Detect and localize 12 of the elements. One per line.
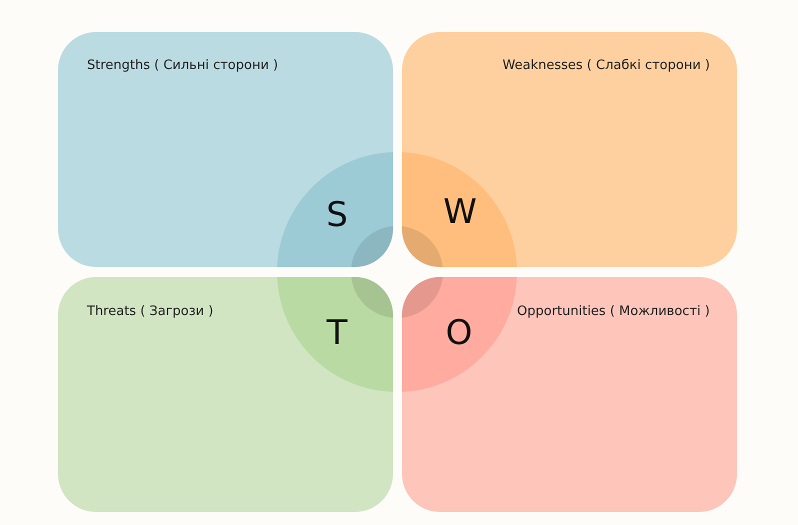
quadrant-panel bbox=[58, 277, 393, 512]
quadrant-heading: Threats ( Загрози ) bbox=[87, 304, 214, 319]
quadrant-heading: Strengths ( Сильні сторони ) bbox=[87, 58, 278, 73]
quadrant-letter: S bbox=[326, 198, 348, 232]
quadrant-panel bbox=[58, 32, 393, 267]
quadrant-letter: W bbox=[443, 195, 477, 229]
quadrant-heading: Weaknesses ( Слабкі сторони ) bbox=[502, 58, 710, 73]
quadrant-panel bbox=[402, 277, 737, 512]
quadrant-letter: O bbox=[446, 316, 472, 350]
quadrant-letter: T bbox=[326, 316, 348, 350]
quadrant-heading: Opportunities ( Можливості ) bbox=[517, 304, 710, 319]
quadrant-panel bbox=[402, 32, 737, 267]
